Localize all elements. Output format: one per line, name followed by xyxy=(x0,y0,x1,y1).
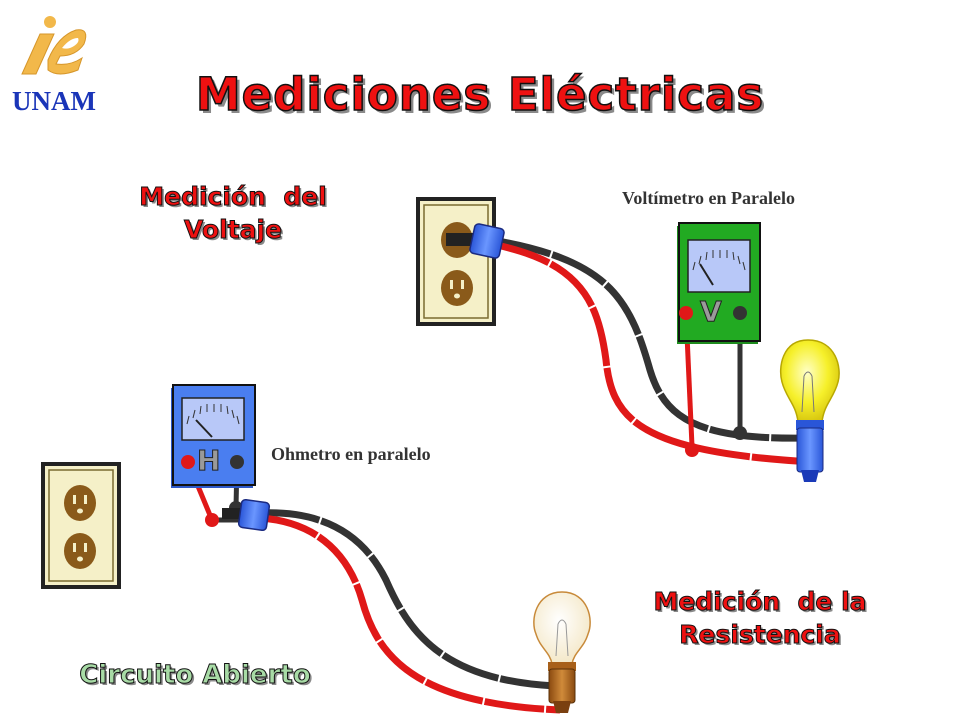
voltage-heading: Medición del Voltaje xyxy=(98,180,368,246)
ohmmeter-probe-tip-red xyxy=(205,513,219,527)
voltmeter-terminal-black xyxy=(733,306,747,320)
light-bulb-icon xyxy=(779,339,840,482)
wire-bottom-black xyxy=(259,509,556,690)
ohmmeter: H xyxy=(171,384,256,488)
iie-logo-icon xyxy=(21,16,87,75)
unam-logo-text: UNAM xyxy=(12,86,96,116)
voltmeter-scale xyxy=(692,250,746,271)
ohmmeter-scale xyxy=(186,404,240,425)
voltmeter-terminal-red xyxy=(679,306,693,320)
voltmeter-caption: Voltímetro en Paralelo xyxy=(622,188,795,208)
voltage-heading-line1: Medición del xyxy=(139,182,328,212)
plug-icon xyxy=(222,498,271,532)
voltmeter-probe-tip-red xyxy=(685,443,699,457)
wire-top-black xyxy=(491,236,809,442)
resistance-heading-line2: Resistencia xyxy=(679,620,842,650)
wire-bottom-red xyxy=(259,514,561,714)
resistance-heading-line1: Medición de la xyxy=(653,587,867,617)
wall-outlet-icon xyxy=(41,462,121,589)
page-title: Mediciones Eléctricas xyxy=(195,67,765,122)
wire-top-red xyxy=(491,240,813,466)
ohmmeter-terminal-red xyxy=(181,455,195,469)
voltmeter-needle xyxy=(699,263,714,286)
voltmeter-probe-tip-black xyxy=(733,426,747,440)
voltmeter-letter: V xyxy=(700,295,722,328)
open-circuit-label: Circuito Abierto xyxy=(79,660,311,691)
ohmmeter-caption: Ohmetro en paralelo xyxy=(271,444,431,464)
light-bulb-icon xyxy=(533,591,591,713)
ohmmeter-terminal-black xyxy=(230,455,244,469)
voltmeter: V xyxy=(677,222,761,344)
ohmmeter-needle xyxy=(195,419,213,438)
resistance-heading: Medición de la Resistencia xyxy=(600,585,920,651)
plug-icon xyxy=(446,223,505,259)
wall-outlet-icon xyxy=(416,197,496,326)
voltage-heading-line2: Voltaje xyxy=(183,215,283,245)
ohmmeter-letter: H xyxy=(197,444,220,477)
